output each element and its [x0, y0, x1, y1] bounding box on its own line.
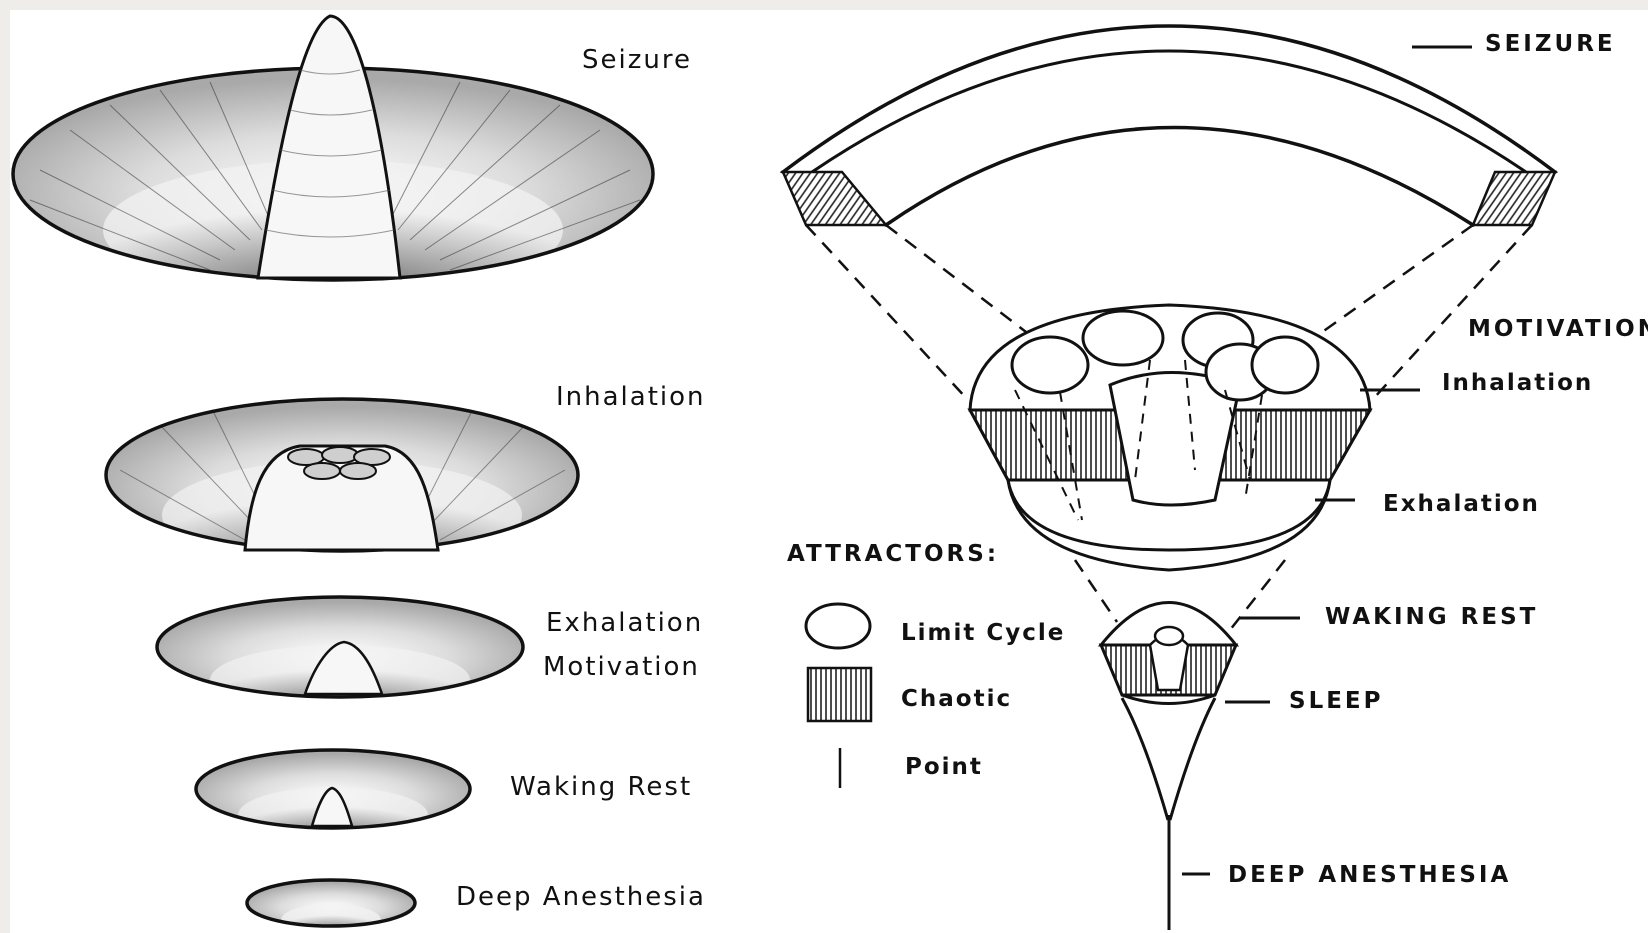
deep-anesthesia-landscape [247, 880, 415, 933]
seizure-arch [783, 26, 1555, 225]
label-right-waking-rest: WAKING REST [1325, 606, 1538, 629]
label-right-exhalation: Exhalation [1383, 493, 1540, 516]
legend-point-label: Point [905, 756, 983, 779]
limit-cycle-symbol [806, 604, 870, 648]
legend-limit-cycle-label: Limit Cycle [901, 622, 1065, 645]
legend-chaotic-label: Chaotic [901, 688, 1012, 711]
chaotic-symbol [808, 668, 871, 721]
legend-title: ATTRACTORS: [787, 543, 999, 566]
exhalation-landscape [157, 597, 523, 715]
label-right-sleep: SLEEP [1289, 690, 1384, 713]
motivation-block [970, 305, 1420, 570]
label-left-inhalation: Inhalation [556, 384, 706, 410]
waking-rest-landscape [196, 750, 470, 843]
label-left-waking-rest: Waking Rest [510, 774, 692, 800]
label-right-deep-anesthesia: DEEP ANESTHESIA [1228, 864, 1511, 887]
legend-symbols [806, 604, 871, 788]
label-right-motivation: MOTIVATION: [1468, 318, 1648, 341]
label-left-seizure: Seizure [582, 47, 692, 73]
label-left-exhalation: Exhalation [546, 610, 703, 636]
label-left-motivation: Motivation [543, 654, 700, 680]
anesthesia-cone [1122, 698, 1215, 930]
inhalation-landscape [106, 399, 578, 570]
waking-rest-block [1101, 603, 1300, 704]
seizure-landscape [13, 16, 653, 300]
label-left-deep-anesthesia: Deep Anesthesia [456, 884, 706, 910]
label-right-inhalation: Inhalation [1442, 372, 1593, 395]
label-right-seizure: SEIZURE [1485, 33, 1616, 56]
